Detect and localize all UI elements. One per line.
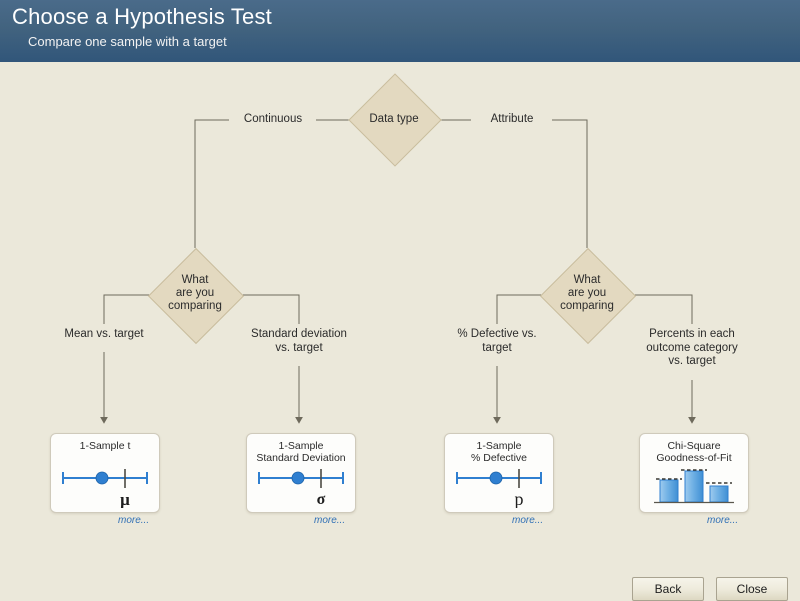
test-card-chi-square-goodness-of-fit[interactable]: Chi-Square Goodness-of-Fit — [639, 433, 749, 513]
back-button[interactable]: Back — [632, 577, 704, 601]
edge-root-left-b — [194, 119, 229, 248]
test-card-1-sample-pct-defective[interactable]: 1-Sample % Defective p — [444, 433, 554, 513]
edge-label-stdev-vs-target: Standard deviation vs. target — [251, 328, 347, 354]
more-link-1-sample-standard-deviation[interactable]: more... — [314, 515, 346, 526]
branch-label-attribute: Attribute — [490, 113, 534, 125]
bar-chart-icon — [654, 469, 734, 504]
test-card-title: Chi-Square Goodness-of-Fit — [656, 440, 732, 464]
more-link-1-sample-pct-defective[interactable]: more... — [512, 515, 544, 526]
edge-d2-right-a — [626, 294, 693, 324]
more-link-1-sample-t[interactable]: more... — [118, 515, 150, 526]
test-card-title: 1-Sample Standard Deviation — [256, 440, 346, 464]
test-card-1-sample-standard-deviation[interactable]: 1-Sample Standard Deviation σ — [246, 433, 356, 513]
edge-d2-left-a — [496, 294, 548, 324]
close-button[interactable]: Close — [716, 577, 788, 601]
test-card-1-sample-t[interactable]: 1-Sample t μ — [50, 433, 160, 513]
test-card-symbol: μ — [120, 490, 130, 508]
edge-label-mean-vs-target: Mean vs. target — [64, 328, 144, 340]
test-card-symbol: σ — [317, 491, 326, 508]
test-card-title: 1-Sample t — [79, 440, 131, 452]
page-title: Choose a Hypothesis Test — [12, 4, 272, 29]
title-bar: Choose a Hypothesis Test Compare one sam… — [0, 0, 800, 62]
edge-label-percents-category-vs-target: Percents in each outcome category vs. ta… — [646, 328, 738, 367]
interval-plot-icon: μ — [62, 469, 148, 508]
branch-label-continuous: Continuous — [243, 113, 303, 125]
edge-d1-right-a — [234, 294, 300, 324]
test-card-title: 1-Sample % Defective — [470, 440, 528, 464]
test-card-symbol: p — [515, 489, 524, 508]
flowchart-canvas: Data type Continuous Attribute What are … — [0, 62, 800, 601]
more-link-chi-square-goodness-of-fit[interactable]: more... — [707, 515, 739, 526]
edge-d1-left-a — [103, 294, 156, 324]
connector-lines — [100, 119, 696, 424]
edge-label-pct-defective-vs-target: % Defective vs. target — [457, 328, 537, 354]
page-subtitle: Compare one sample with a target — [28, 34, 227, 49]
interval-plot-icon: σ — [258, 469, 344, 508]
edge-root-right-b — [552, 119, 588, 248]
interval-plot-icon: p — [456, 469, 542, 508]
